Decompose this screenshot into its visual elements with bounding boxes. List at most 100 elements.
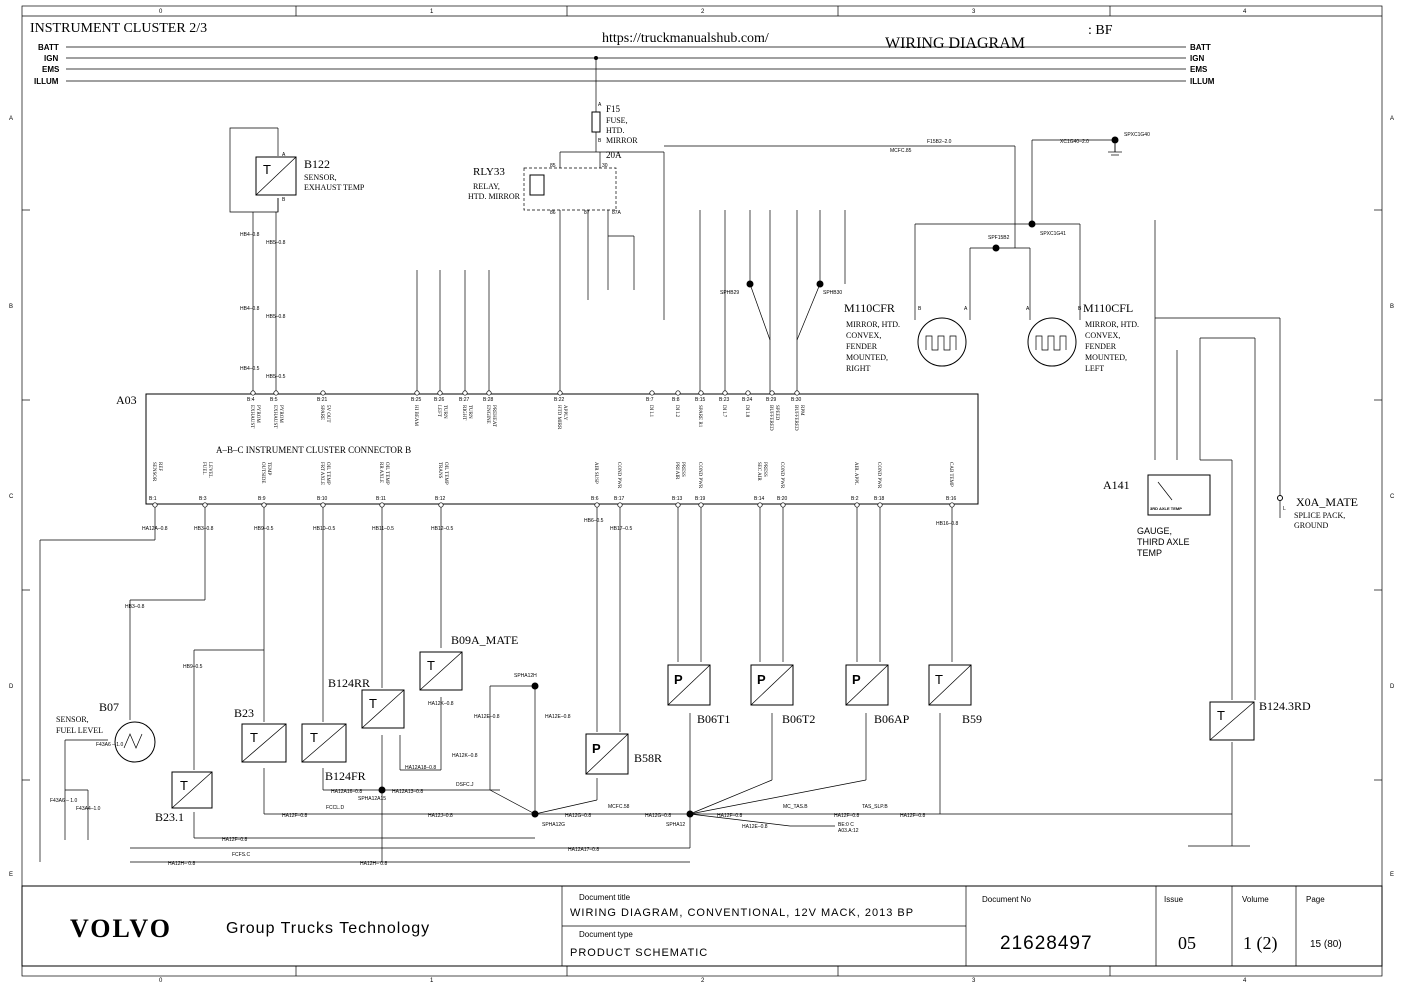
bus-illum: ILLUM (34, 77, 59, 86)
sensor-b07[interactable]: B07 SENSOR, FUEL LEVEL (56, 700, 156, 763)
bottom-pin-label: PRI AIR (674, 462, 679, 480)
top-pin-10[interactable] (698, 390, 704, 396)
top-pin-11[interactable] (722, 390, 728, 396)
splice-spf15b2[interactable] (992, 244, 1000, 252)
source-url[interactable]: https://truckmanualshub.com/ (602, 31, 769, 46)
fuse-name: F15 (606, 104, 621, 114)
sensor-b06ap[interactable]: P B06AP (845, 664, 910, 726)
top-pin-label: SPEED (774, 405, 779, 421)
mirror-m110cfl[interactable]: M110CFL MIRROR, HTD. CONVEX, FENDER MOUN… (1026, 301, 1139, 373)
bottom-pin-12[interactable] (854, 502, 860, 508)
mirror-m110cfr[interactable]: M110CFR MIRROR, HTD. CONVEX, FENDER MOUN… (844, 301, 968, 373)
bottom-pin-9[interactable] (698, 502, 704, 508)
instrument-cluster-a03[interactable]: A03 A–B–C INSTRUMENT CLUSTER CONNECTOR B (116, 393, 979, 505)
grid-row-c: C (9, 494, 14, 500)
relay-pin-30: 30 (602, 163, 608, 169)
sensor-b59[interactable]: T B59 (928, 664, 982, 726)
top-pin-14[interactable] (794, 390, 800, 396)
sensor-b1243rd[interactable]: T B124.3RD (1209, 699, 1311, 741)
gauge-a141[interactable]: 3RD AXLE TEMP A141 GAUGE, THIRD AXLE TEM… (1103, 474, 1211, 558)
splice-sphb29[interactable] (746, 280, 754, 288)
bottom-pin-number: B:11 (376, 496, 386, 502)
b231-name: B23.1 (155, 810, 184, 824)
splice-spxc1g41[interactable] (1028, 220, 1036, 228)
sensor-b58r[interactable]: P B58R (585, 733, 662, 775)
grid-row-d-right: D (1390, 684, 1395, 690)
grid-col-2-bottom: 2 (701, 978, 705, 984)
label-ha12f-c: HA12F–0.8 (717, 813, 743, 819)
bottom-pin-number: B:14 (754, 496, 765, 502)
sensor-b124rr[interactable]: T B124RR (328, 676, 405, 729)
label-ha12a13: HA12A13–0.8 (392, 789, 423, 795)
label-hb3: HB3–0.8 (125, 604, 145, 610)
sensor-b06t2[interactable]: P B06T2 (750, 664, 815, 726)
bottom-pin-13[interactable] (877, 502, 883, 508)
top-pin-label: RPM (799, 405, 804, 416)
bottom-pin-3[interactable] (320, 502, 326, 508)
relay-pin-86: 86 (550, 210, 556, 216)
grid-col-4-bottom: 4 (1243, 978, 1247, 984)
top-pin-number: B:4 (247, 397, 255, 403)
m110cfl-desc-1: CONVEX, (1085, 331, 1120, 340)
m110cfr-desc-0: MIRROR, HTD. (846, 320, 900, 329)
top-pin-5[interactable] (462, 390, 468, 396)
splice-spha12g[interactable] (531, 810, 539, 818)
b1243rd-name: B124.3RD (1259, 699, 1311, 713)
top-pin-1[interactable] (273, 390, 279, 396)
top-pin-0[interactable] (250, 390, 256, 396)
splice-spxc1g40[interactable] (1111, 136, 1119, 144)
label-ha12a17: HA12A17–0.8 (568, 847, 599, 853)
bottom-pin-10[interactable] (757, 502, 763, 508)
top-pin-9[interactable] (675, 390, 681, 396)
top-pin-3[interactable] (414, 390, 420, 396)
sensor-b09a-mate[interactable]: T B09A_MATE (419, 633, 518, 691)
splice-pack-x0a[interactable]: X0A_MATE SPLICE PACK, GROUND L (1277, 495, 1359, 530)
bottom-pin-2[interactable] (261, 502, 267, 508)
top-pin-6[interactable] (486, 390, 492, 396)
bottom-pin-number: B:16 (946, 496, 957, 502)
splice-spha12a15[interactable] (378, 786, 386, 794)
top-pin-7[interactable] (557, 390, 563, 396)
top-pin-label: TURN (467, 405, 472, 419)
splice-sphb30[interactable] (816, 280, 824, 288)
top-pin-label: PREHEAT (491, 405, 496, 427)
splice-spha12[interactable] (686, 810, 694, 818)
top-pin-12[interactable] (745, 390, 751, 396)
bottom-pin-5[interactable] (438, 502, 444, 508)
bottom-pin-label: LEVEL (207, 462, 212, 478)
top-pin-4[interactable] (437, 390, 443, 396)
top-pin-2[interactable] (320, 390, 326, 396)
b124rr-letter: T (369, 696, 377, 711)
sensor-b06t1[interactable]: P B06T1 (667, 664, 730, 726)
top-pin-13[interactable] (769, 390, 775, 396)
bottom-pin-number: B:17 (614, 496, 625, 502)
bottom-pin-7[interactable] (617, 502, 623, 508)
power-buses: BATT IGN EMS ILLUM BATT IGN EMS ILLUM (34, 43, 1215, 86)
bottom-pin-0[interactable] (152, 502, 158, 508)
bottom-pin-11[interactable] (780, 502, 786, 508)
m110cfl-name: M110CFL (1083, 301, 1133, 315)
sensor-b23[interactable]: T B23 (234, 706, 287, 763)
label-spha12: SPHA12 (666, 822, 685, 828)
label-spha12g: SPHA12G (542, 822, 565, 828)
label-spf15b2: SPF15B2 (988, 235, 1010, 241)
bottom-pin-label: SEC AIR (756, 462, 761, 481)
bottom-pin-4[interactable] (379, 502, 385, 508)
sensor-b124fr[interactable]: T B124FR (301, 723, 366, 783)
top-pin-number: B:25 (411, 397, 422, 403)
top-pin-label: LEFT (436, 405, 441, 417)
bottom-pin-6[interactable] (594, 502, 600, 508)
relay-rly33[interactable]: RLY33 RELAY, HTD. MIRROR 85 30 86 87 87A (468, 151, 622, 236)
bottom-pin-1[interactable] (202, 502, 208, 508)
top-pin-label: RIGHT (461, 405, 466, 420)
label-f15b2: F15B2–2.0 (927, 139, 952, 145)
bottom-pin-number: B:6 (591, 496, 599, 502)
bottom-pin-8[interactable] (675, 502, 681, 508)
sensor-b231[interactable]: T B23.1 (155, 771, 213, 824)
a141-name: A141 (1103, 478, 1130, 492)
bottom-pin-14[interactable] (949, 502, 955, 508)
sensor-b122[interactable]: T B122 SENSOR, EXHAUST TEMP A B (229, 127, 365, 392)
splice-spha12h[interactable] (531, 682, 539, 690)
top-pin-8[interactable] (649, 390, 655, 396)
fuse-f15[interactable]: F15 FUSE, HTD. MIRROR 20A A B (591, 56, 638, 160)
